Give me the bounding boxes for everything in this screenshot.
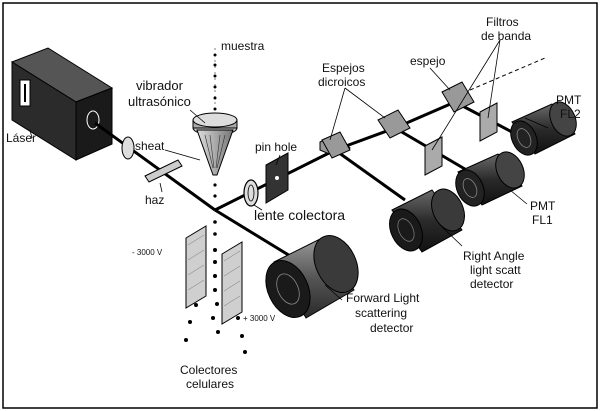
label-sample: muestra — [221, 39, 265, 53]
collector-lens — [243, 179, 259, 207]
label-right-angle-3: detector — [470, 277, 513, 291]
pmt-fl2-detector — [510, 101, 577, 156]
sample-stream — [213, 48, 217, 115]
label-dichroic-2: dicroicos — [318, 75, 365, 89]
haz-rod — [144, 159, 183, 183]
label-forward-2: scattering — [355, 306, 407, 320]
leader-lines — [29, 39, 549, 301]
label-band-filters-1: Filtros — [486, 15, 519, 29]
label-pmt-fl2-1: PMT — [556, 93, 582, 107]
label-neg-voltage: - 3000 V — [132, 248, 163, 257]
deflection-plate-negative — [185, 225, 207, 309]
label-beam: haz — [145, 193, 164, 207]
label-pos-voltage: + 3000 V — [243, 314, 276, 323]
label-sheath: sheat — [135, 139, 165, 153]
deflection-plate-positive — [221, 241, 243, 325]
label-vibrator-2: ultrasónico — [128, 94, 191, 109]
droplet-stream — [184, 183, 247, 354]
label-right-angle-1: Right Angle — [463, 249, 525, 263]
label-collectors-1: Colectores — [180, 363, 237, 377]
laser-aperture — [86, 110, 100, 130]
forward-scatter-detector — [265, 235, 359, 319]
label-right-angle-2: light scatt — [470, 263, 521, 277]
beam-lens — [121, 136, 135, 160]
label-forward-1: Forward Light — [346, 291, 420, 305]
label-mirror: espejo — [410, 54, 446, 68]
ultrasonic-vibrator — [192, 112, 238, 176]
pmt-fl1-detector — [455, 151, 525, 207]
label-pinhole: pin hole — [255, 140, 297, 154]
laser-box — [10, 47, 114, 161]
label-forward-3: detector — [370, 321, 413, 335]
label-pmt-fl1-1: PMT — [530, 199, 556, 213]
label-pmt-fl2-2: FL2 — [560, 107, 581, 121]
dichroic-mirror-2 — [377, 109, 411, 139]
label-dichroic-1: Espejos — [322, 61, 365, 75]
label-pmt-fl1-2: FL1 — [532, 213, 553, 227]
band-filter-fl2 — [479, 102, 498, 142]
right-angle-detector — [389, 188, 465, 253]
label-collectors-2: celulares — [186, 377, 234, 391]
label-band-filters-2: de banda — [481, 29, 531, 43]
band-filter-fl1 — [424, 136, 443, 176]
sheath-nozzle — [196, 129, 234, 176]
label-collector-lens: lente colectora — [254, 207, 345, 223]
label-laser: Láser — [6, 131, 36, 145]
pin-hole-plate — [265, 152, 289, 204]
label-vibrator-1: vibrador — [136, 78, 184, 93]
